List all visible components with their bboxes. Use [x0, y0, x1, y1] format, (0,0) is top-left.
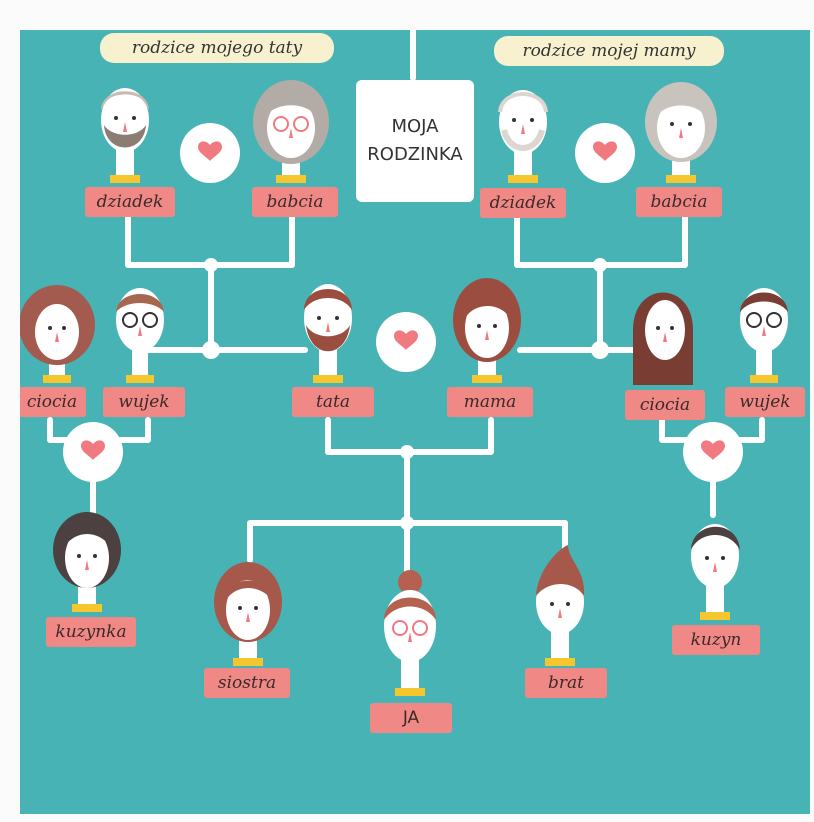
- label-left-aunt: ciocia: [20, 387, 86, 417]
- label-mom-grandma: babcia: [636, 187, 722, 217]
- heart-icon: [63, 422, 123, 482]
- grandpa-portrait: [498, 90, 548, 183]
- cousin-boy-portrait: [691, 524, 740, 620]
- page-frame-left: [0, 0, 20, 822]
- heart-icon: [376, 312, 436, 372]
- label-dad-grandma: babcia: [252, 187, 338, 217]
- title-box: MOJA RODZINKA: [356, 80, 474, 202]
- heart-icon: [575, 123, 635, 183]
- page-frame-right: [810, 0, 814, 822]
- dad-portrait: [304, 284, 352, 383]
- heart-icon: [180, 123, 240, 183]
- label-dad-grandpa: dziadek: [85, 187, 175, 217]
- page-frame-bottom: [0, 814, 814, 822]
- label-right-aunt: ciocia: [625, 390, 705, 420]
- grandma-portrait: [253, 80, 329, 183]
- uncle-portrait: [740, 288, 788, 383]
- family-tree-graphic: [20, 30, 788, 696]
- sister-portrait: [214, 562, 282, 666]
- page-frame-top: [0, 0, 814, 30]
- label-mom: mama: [447, 387, 533, 417]
- label-left-uncle: wujek: [103, 387, 185, 417]
- aunt-portrait: [20, 285, 95, 383]
- label-me: JA: [370, 703, 452, 733]
- label-mom-grandpa: dziadek: [480, 188, 566, 218]
- label-left-cousin: kuzynka: [46, 617, 136, 647]
- family-tree-board: rodzice mojego taty rodzice mojej mamy M…: [20, 30, 810, 814]
- mom-portrait: [453, 278, 521, 383]
- aunt-portrait: [633, 292, 693, 385]
- label-right-uncle: wujek: [725, 387, 805, 417]
- label-brother: brat: [525, 668, 607, 698]
- label-sister: siostra: [204, 668, 290, 698]
- grandma-portrait: [645, 82, 717, 183]
- me-portrait: [384, 570, 436, 696]
- heart-icon: [683, 422, 743, 482]
- uncle-portrait: [116, 288, 164, 383]
- grandpa-portrait: [101, 88, 149, 183]
- heading-mom-parents: rodzice mojej mamy: [494, 36, 724, 66]
- label-dad: tata: [292, 387, 374, 417]
- cousin-girl-portrait: [53, 512, 121, 612]
- label-right-cousin: kuzyn: [672, 625, 760, 655]
- junction-dots: [202, 258, 609, 530]
- heading-dad-parents: rodzice mojego taty: [100, 33, 334, 63]
- brother-portrait: [536, 545, 585, 666]
- page-title: MOJA RODZINKA: [367, 116, 463, 165]
